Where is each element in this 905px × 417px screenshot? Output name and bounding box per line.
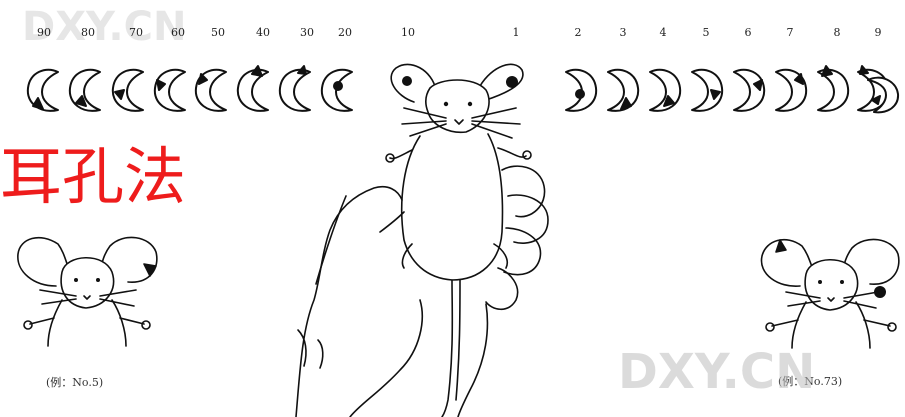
right-ear-1 — [566, 70, 596, 111]
right-ear-4 — [692, 70, 722, 111]
left-ear-70 — [113, 70, 143, 111]
right-ear-row — [566, 66, 898, 112]
example-caption-left: (例：No.5) — [46, 374, 103, 390]
right-ear-7 — [818, 66, 848, 111]
mouse-example-right — [761, 239, 898, 348]
left-ear-30 — [280, 66, 310, 111]
right-ear-3 — [650, 70, 680, 111]
hand-holding-mouse — [296, 64, 548, 417]
left-ear-80 — [70, 70, 100, 111]
left-ear-40 — [238, 66, 268, 111]
left-ear-90 — [28, 70, 58, 111]
left-ear-50 — [196, 70, 226, 111]
right-ear-5 — [734, 70, 764, 111]
left-ear-60 — [155, 70, 185, 111]
watermark-bottom: DXY.CN — [618, 344, 815, 400]
method-title: 耳孔法 — [0, 146, 186, 208]
mouse-example-left — [18, 237, 157, 346]
right-ear-6 — [776, 70, 806, 111]
left-ear-row — [28, 66, 352, 111]
right-ear-2 — [608, 70, 638, 111]
left-ear-20 — [322, 70, 352, 111]
